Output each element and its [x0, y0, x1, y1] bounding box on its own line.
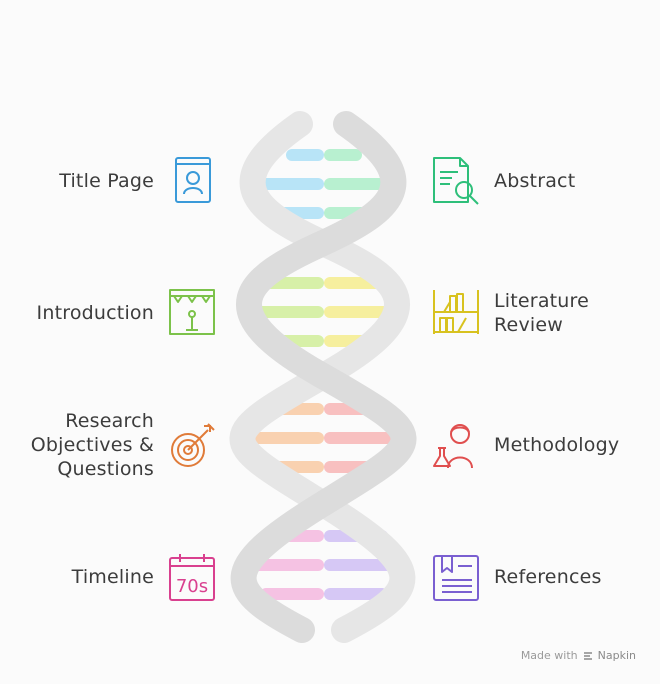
helix-rung-right: [324, 178, 396, 190]
helix-rung-right: [324, 306, 396, 318]
footer-brand: Napkin: [597, 649, 636, 662]
label-title-page: Title Page: [59, 170, 154, 192]
helix-rung-right: [324, 432, 396, 444]
label-timeline: Timeline: [71, 566, 154, 588]
book-person-icon: [166, 154, 218, 206]
scientist-flask-icon: [430, 420, 482, 472]
helix-rung-right: [324, 588, 388, 600]
strand-b: [230, 111, 417, 643]
label-literature-review: Literature Review: [494, 290, 590, 336]
helix-rung-left: [252, 178, 324, 190]
napkin-logo-icon: [583, 651, 592, 660]
label-methodology: Methodology: [494, 434, 620, 456]
label-research-objectives: Research Objectives & Questions: [30, 410, 154, 480]
target-arrow-icon: [166, 420, 218, 472]
label-references: References: [494, 566, 602, 588]
helix-rung-left: [252, 559, 324, 571]
label-abstract: Abstract: [494, 170, 576, 192]
helix-rung-left: [252, 432, 324, 444]
footer-made-with: Made with: [520, 649, 578, 662]
stage-microphone-icon: [166, 286, 218, 338]
helix-rung-right: [324, 559, 396, 571]
helix-rung-right: [324, 149, 362, 161]
helix-rung-left: [252, 306, 324, 318]
footer-watermark: Made with Napkin: [521, 649, 636, 662]
notebook-icon: [430, 552, 482, 604]
calendar-icon-text: 70s: [176, 576, 208, 597]
helix-strands: [229, 111, 417, 643]
helix-rung-left: [260, 588, 324, 600]
helix-rung-left: [286, 149, 324, 161]
calendar-70s-icon: 70s: [166, 552, 218, 604]
document-search-icon: [430, 154, 482, 206]
label-introduction: Introduction: [36, 302, 154, 324]
bookshelf-icon: [430, 286, 482, 338]
